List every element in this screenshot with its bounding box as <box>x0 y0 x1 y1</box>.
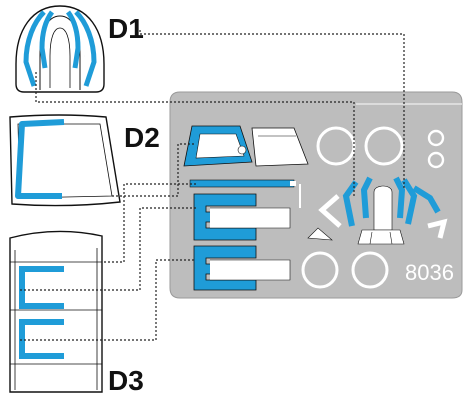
sheet-d1-left-bracket <box>318 194 342 228</box>
d2-outline <box>9 114 121 207</box>
leader-d2-to-sheet <box>112 143 196 197</box>
d1-canopy-outline <box>15 5 105 93</box>
sheet-d1-blue-inner-left <box>360 176 373 219</box>
sheet-d2-clear <box>251 127 309 167</box>
sheet-d1-wedge-left <box>307 227 333 241</box>
sheet-circle-5 <box>301 251 339 289</box>
d2-blue-mask <box>15 119 65 199</box>
sheet-d1-blue-inner-right <box>393 176 406 219</box>
d3-outline <box>9 230 103 393</box>
leader-d3-top <box>104 183 196 263</box>
d2-label: D2 <box>124 122 160 153</box>
part-d2: D2 <box>9 114 160 207</box>
d3-label: D3 <box>108 365 144 396</box>
d1-inner-frame-2 <box>49 27 71 88</box>
sheet-d2-hole <box>237 145 247 155</box>
sheet-d1-right-bracket <box>427 218 448 239</box>
part-d1: D1 <box>15 5 144 93</box>
sheet-d3-strip <box>189 179 295 188</box>
sheet-circle-3 <box>427 129 445 147</box>
leader-d1-to-sheet-right <box>139 30 405 190</box>
leader-d1-to-sheet-left <box>35 72 355 196</box>
sheet-d1-blue-far-right <box>412 185 441 214</box>
sheet-d3-strip-end <box>290 181 296 186</box>
d1-blue-right-outer <box>74 10 97 87</box>
sheet-d3-clear-2 <box>210 259 291 281</box>
leader-d3-middle <box>20 207 196 291</box>
sheet-d3-clear-1 <box>210 207 291 229</box>
sheet-d1-base-shape <box>357 229 405 245</box>
sheet-d1-base-div-2 <box>389 231 393 245</box>
sheet-circle-6 <box>351 251 389 289</box>
sheet-d2-window <box>195 133 245 159</box>
sheet-d1-blue-right <box>401 178 418 225</box>
d3-blue-mask-top <box>19 266 64 309</box>
d1-blue-left-outer <box>23 10 46 87</box>
sheet-circle-2 <box>364 126 404 166</box>
sheet-d1-blue-left <box>342 180 359 227</box>
sheet-circle-4 <box>427 151 445 169</box>
leader-d3-bottom <box>20 259 196 341</box>
part-d3: D3 <box>9 230 144 396</box>
d1-blue-right-inner <box>65 10 81 69</box>
sheet-code: 8036 <box>405 260 454 285</box>
d3-blue-mask-bottom <box>19 319 64 359</box>
d1-blue-left-inner <box>39 10 55 69</box>
sheet-d1-center <box>373 185 393 231</box>
mask-sheet: 8036 <box>169 91 463 299</box>
d1-label: D1 <box>108 13 144 44</box>
leader-lines <box>20 30 405 341</box>
sheet-d1-base-div-1 <box>369 231 373 245</box>
